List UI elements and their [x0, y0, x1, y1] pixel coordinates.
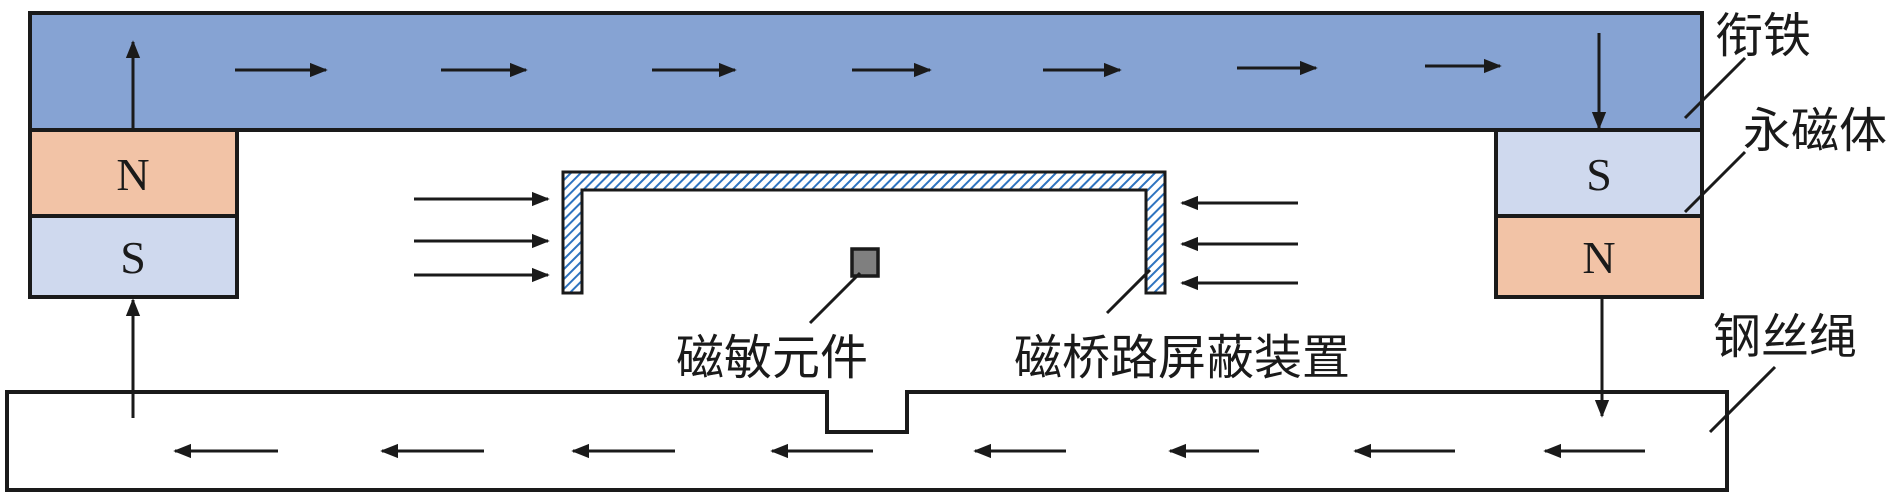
right-magnet-south: [1494, 128, 1704, 218]
sensor-leader-line: [808, 271, 862, 325]
armature-label: 衔铁: [1715, 8, 1811, 64]
shield-flux-arrows: [414, 191, 1298, 291]
sensor-label: 磁敏元件: [676, 330, 868, 386]
left-pole-s: S: [120, 232, 146, 283]
vertical-flux-arrows: [125, 33, 1610, 418]
magnet-leader-line: [1683, 150, 1747, 214]
wire-rope-leader-line: [1708, 365, 1777, 434]
left-magnet-north: [28, 128, 239, 218]
magnetic-bridge-shield: [561, 170, 1167, 295]
armature-flux-arrows: [235, 58, 1502, 78]
right-magnet-north: [1494, 214, 1704, 299]
left-magnet-south: [28, 214, 239, 299]
sensor-element: [850, 247, 880, 278]
permanent-magnet-label: 永磁体: [1743, 103, 1887, 159]
wire-rope: [5, 390, 1729, 492]
wire-rope-label: 钢丝绳: [1713, 309, 1857, 365]
right-pole-s: S: [1586, 149, 1612, 200]
left-pole-n: N: [116, 149, 149, 200]
shield-leader-line: [1105, 268, 1152, 315]
shield-label: 磁桥路屏蔽装置: [1014, 330, 1350, 386]
right-pole-n: N: [1582, 232, 1615, 283]
armature-leader-line: [1683, 56, 1747, 120]
